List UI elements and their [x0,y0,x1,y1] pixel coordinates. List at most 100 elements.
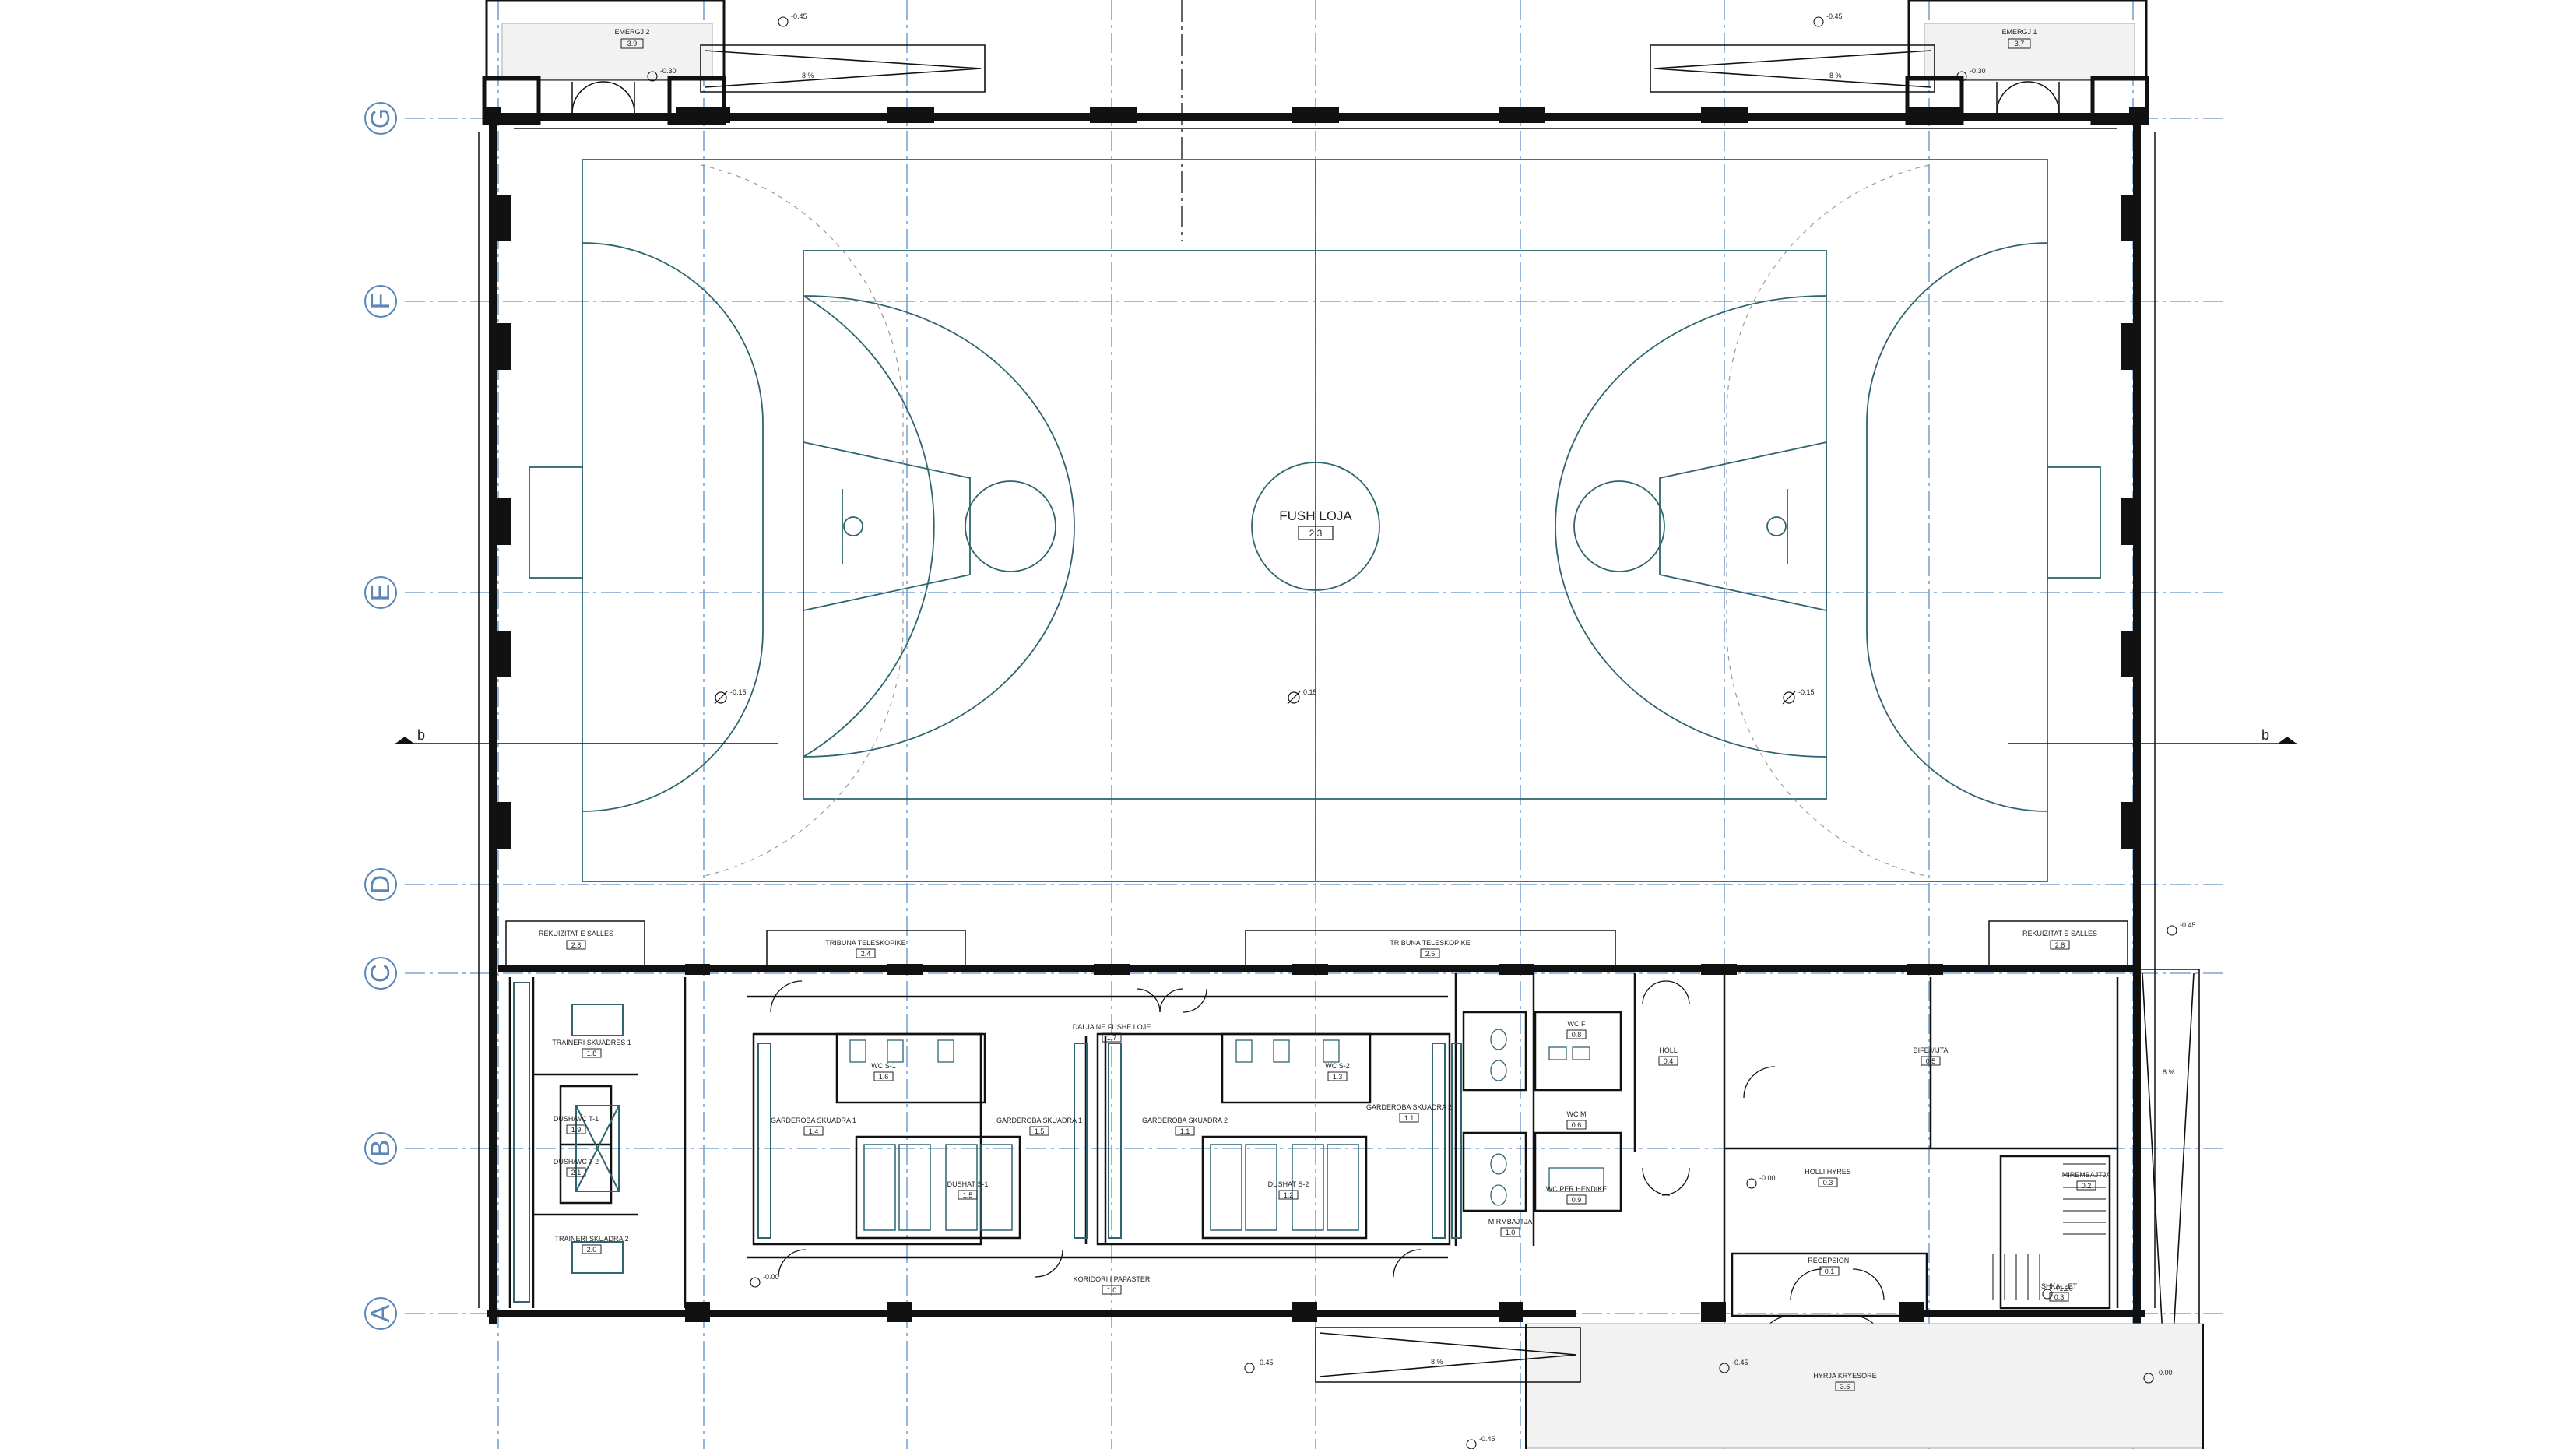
room-code-buffet: 0.5 [1926,1057,1936,1065]
elev-bottom-ramp-bottom: -0.45 [1479,1435,1495,1443]
court-elevation-markers [714,691,1796,705]
axis-label-e: E [366,584,395,602]
room-label-tribune-right: TRIBUNA TELESKOPIKE [1390,939,1470,947]
room-code-wc-f: 0.8 [1572,1031,1582,1039]
room-label-coach-2: TRAINERI SKUADRA 2 [554,1235,628,1243]
room-code-maintenance: 0.2 [2082,1182,2092,1190]
misc-elevation-markers [647,16,2177,1449]
room-label-equipment-left: REKUIZITAT E SALLES [539,930,613,937]
hall-wall-lines [478,128,2156,1308]
room-code-hall: 0.4 [1664,1057,1674,1065]
axis-bubble-g: G [364,102,397,135]
room-code-wc-s2: 1.3 [1333,1073,1343,1081]
room-label-shower-wc-1: DUSH/WC T-1 [554,1115,599,1123]
ramp-slope-top-left: 8 % [802,72,814,79]
room-code-tribune-left: 2.4 [861,950,871,958]
room-label-locker-1b: GARDEROBA SKUADRA 1 [996,1117,1082,1124]
elev-right-ramp-bottom: +1.20 [2055,1285,2073,1292]
hall-walls [484,107,2149,1324]
elev-bottom-entry: -0.45 [1732,1359,1748,1366]
service-zone-walls [508,973,2119,1317]
axis-bubble-c: C [364,957,397,990]
elev-top-left-entry: -0.30 [660,67,677,75]
axis-bubble-d: D [364,868,397,901]
room-label-dirty-corridor: KORIDORI I PAPASTER [1074,1275,1151,1283]
elev-top-right-entry: -0.30 [1970,67,1986,75]
room-code-wc-s1: 1.6 [879,1073,889,1081]
room-code-showers-2: 1.2 [1284,1191,1294,1199]
elev-corridor: -0.00 [763,1273,779,1281]
room-code-locker-1b: 1.5 [1035,1127,1045,1135]
axis-bubble-f: F [364,285,397,318]
ramp-slope-top-right: 8 % [1829,72,1842,79]
room-label-wc-f: WC F [1568,1020,1586,1028]
room-label-wc-s1: WC S-1 [871,1062,896,1070]
room-code-coach-1: 1.8 [587,1050,597,1057]
room-label-shower-wc-2: DUSH/WC T-2 [554,1158,599,1166]
wc-fixtures [849,1029,1604,1206]
room-label-showers-2: DUSHAT S-2 [1268,1180,1309,1188]
room-label-locker-2a: GARDEROBA SKUADRA 2 [1142,1117,1228,1124]
elev-lobby: -0.00 [1759,1174,1776,1182]
room-label-showers-1: DUSHAT S-1 [947,1180,989,1188]
section-label-left: b [417,727,425,743]
elev-bottom-ramp-left: -0.45 [1257,1359,1274,1366]
room-code-wc-disabled: 0.9 [1572,1196,1582,1204]
section-mark-left: b [395,727,778,744]
room-code-exit-to-court: 1.7 [1107,1034,1117,1042]
room-code-tribune-right: 2.5 [1425,950,1436,958]
ramp-top-left [700,44,986,93]
room-code-reception: 0.1 [1825,1268,1835,1275]
axis-bubbles: G F E D C B A [364,102,397,1330]
section-mark-right: b [2008,727,2297,744]
room-code-equipment-right: 2.8 [2055,941,2065,949]
room-code-coach-2: 2.0 [587,1246,597,1254]
room-code-showers-1: 1.5 [963,1191,973,1199]
ramp-top-right [1650,44,1935,93]
room-code-locker-2a: 1.1 [1180,1127,1190,1135]
elev-bottom-right: -0.00 [2156,1369,2173,1377]
room-label-stair: SHKALLET [2041,1282,2078,1290]
axis-label-a: A [366,1304,395,1322]
section-label-right: b [2261,727,2269,743]
room-label-emergency-2: EMERGJ 2 [614,28,649,36]
room-label-maintenance: MIREMBAJTJA [2062,1171,2111,1179]
room-label-cleaning: MIRMBAJTJA [1488,1218,1533,1226]
equipment-tribune-strip [505,920,2128,966]
room-label-locker-1a: GARDEROBA SKUADRA 1 [771,1117,856,1124]
court-dashed-arcs [700,164,1930,877]
ramp-bottom [1315,1327,1581,1383]
room-label-emergency-1: EMERGJ 1 [2001,28,2037,36]
elev-top-left-outer: -0.45 [791,12,807,20]
center-circle [1251,462,1380,591]
ramp-slope-right: 8 % [2163,1068,2175,1076]
room-label-hall: HOLL [1659,1046,1678,1054]
elev-court-center: 0.15 [1303,688,1317,696]
room-code-shower-wc-2: 2.1 [571,1169,582,1176]
ramp-slope-bottom: 8 % [1431,1358,1443,1366]
axis-label-g: G [366,108,395,128]
elev-top-right-outer: -0.45 [1826,12,1843,20]
axis-label-f: F [366,294,395,310]
stair-treads [1992,1163,2106,1300]
room-code-stair: 0.3 [2054,1293,2065,1301]
room-code-emergency-2: 3.9 [627,40,638,47]
emergency-exit-right [1905,0,2149,125]
axis-label-c: C [366,964,395,983]
room-label-reception: RECEPSIONI [1808,1257,1851,1264]
room-code-wc-m: 0.6 [1572,1121,1582,1129]
room-label-locker-2b: GARDEROBA SKUADRA 2 [1366,1103,1452,1111]
room-label-wc-m: WC M [1567,1110,1587,1118]
court-title: FUSH LOJA [1279,508,1352,523]
elev-court-right: -0.15 [1798,688,1815,696]
axis-bubble-a: A [364,1297,397,1330]
room-code-equipment-left: 2.8 [571,941,582,949]
basketball-outline [803,250,1827,800]
room-code-locker-2b: 1.1 [1404,1114,1415,1122]
room-code-cleaning: 1.0 [1506,1229,1516,1236]
axis-label-b: B [366,1140,395,1158]
main-entrance-area [1525,1323,2204,1449]
room-label-exit-to-court: DALJA NE FUSHE LOJE [1073,1023,1151,1031]
room-code-locker-1a: 1.4 [809,1127,819,1135]
